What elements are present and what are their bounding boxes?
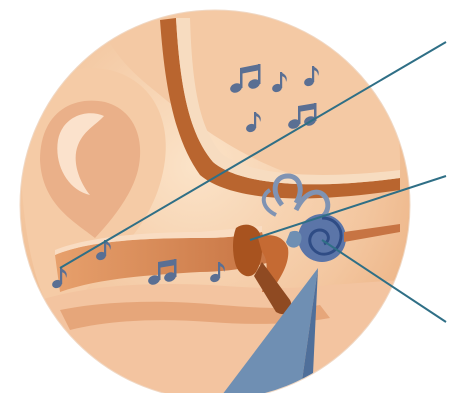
ossicle-hammer: [233, 225, 262, 277]
ear-vignette: [20, 3, 410, 393]
lower-tissue: [30, 280, 400, 393]
